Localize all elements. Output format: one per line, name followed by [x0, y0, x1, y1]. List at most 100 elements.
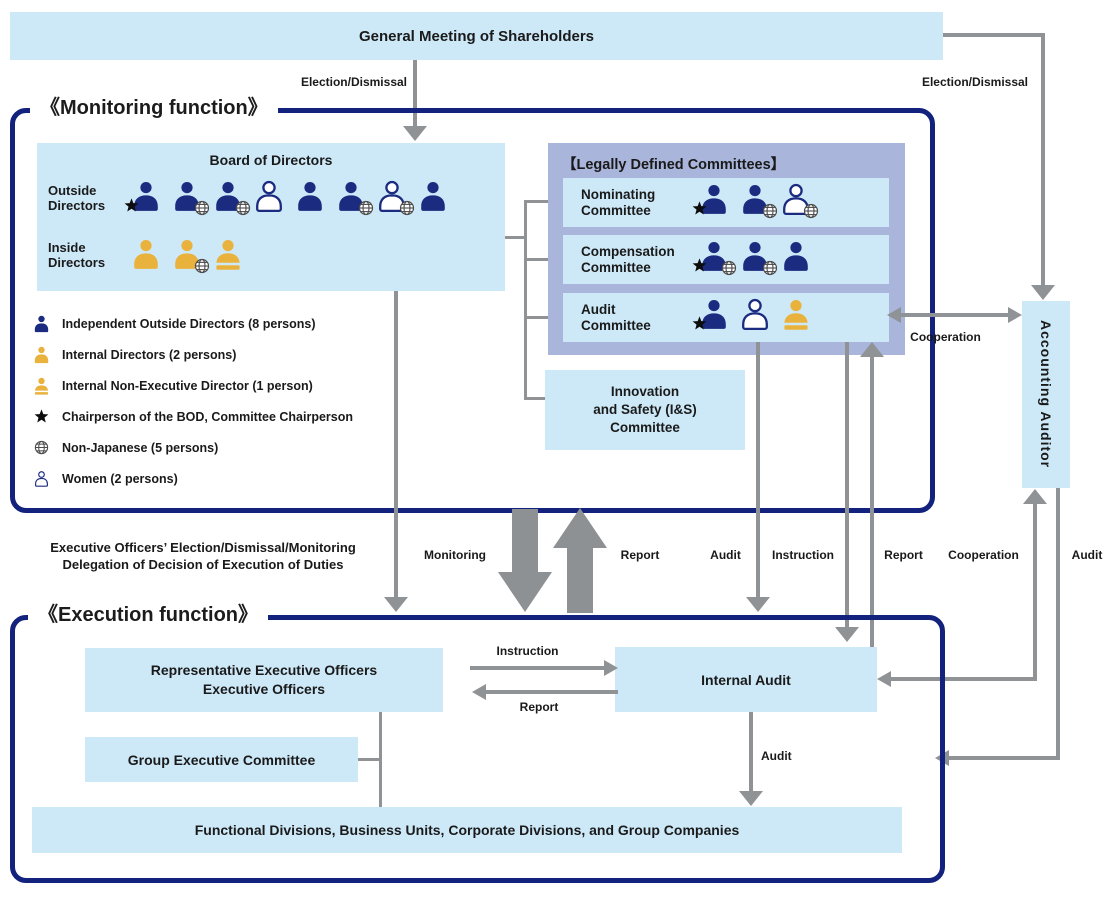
person-icon [124, 181, 161, 212]
person-icon [692, 241, 737, 276]
monitoring-function-container [10, 108, 935, 513]
arrowhead-instruction-h [604, 660, 618, 676]
arrowhead-election-dismissal-left [403, 126, 427, 141]
arrow-monitoring-thick [512, 509, 538, 573]
person-icon [740, 241, 778, 276]
is-committee-label: Innovation and Safety (I&S) Committee [593, 384, 697, 435]
arrowhead-report-thick [553, 508, 607, 548]
legend-item: Chairperson of the BOD, Committee Chairp… [30, 401, 353, 432]
general-meeting-box: General Meeting of Shareholders [10, 12, 943, 60]
report-thick-label: Report [620, 548, 660, 562]
arrow-board-to-reo [394, 291, 398, 598]
person-icon [172, 239, 210, 274]
outside-directors-icons [124, 180, 448, 216]
inside-directors-icons [131, 239, 243, 274]
person-outline-icon [30, 470, 52, 487]
audit-committee-row: Audit Committee [563, 293, 889, 342]
person-icon [781, 241, 811, 272]
star-icon [30, 409, 52, 424]
accounting-auditor-label: Accounting Auditor [1038, 320, 1054, 469]
arrowhead-cooperation-top-right [1008, 307, 1022, 323]
arrow-report-up [870, 355, 874, 647]
arrow-audit-right-h [949, 756, 1060, 760]
person-gold-split-icon [30, 377, 52, 395]
globe-icon [358, 200, 374, 216]
is-committee-box: Innovation and Safety (I&S) Committee [545, 370, 745, 450]
legend-item: Non-Japanese (5 persons) [30, 432, 353, 463]
accounting-auditor-box: Accounting Auditor [1022, 301, 1070, 488]
connector-board-stub [505, 236, 526, 239]
election-dismissal-left-label: Election/Dismissal [300, 75, 407, 89]
arrow-cooperation-bottom-h [891, 677, 1037, 681]
arrow-election-dismissal-right-h [943, 33, 1045, 37]
person-icon [740, 298, 770, 331]
reo-label: Representative Executive Officers Execut… [150, 662, 378, 697]
arrowhead-election-dismissal-right [1031, 285, 1055, 300]
election-dismissal-right-label: Election/Dismissal [921, 75, 1029, 89]
group-executive-committee-box: Group Executive Committee [85, 737, 358, 782]
audit-committee-label: Audit Committee [581, 301, 651, 333]
globe-icon [235, 200, 251, 216]
person-icon [213, 239, 243, 270]
arrow-report-thick [567, 546, 593, 613]
arrowhead-audit-internal [739, 791, 763, 806]
legend-item-label: Women (2 persons) [62, 471, 178, 486]
globe-icon [762, 203, 778, 219]
person-icon [131, 239, 161, 270]
person-icon [377, 180, 415, 216]
globe-icon [399, 200, 415, 216]
arrowhead-report-up [860, 342, 884, 357]
arrow-audit-right-v [1056, 488, 1060, 760]
audit-mid-label: Audit [710, 548, 741, 562]
person-icon [781, 183, 819, 219]
arrow-election-dismissal-left [413, 60, 417, 127]
legend-item-label: Internal Non-Executive Director (1 perso… [62, 378, 313, 393]
legend-item-label: Independent Outside Directors (8 persons… [62, 316, 316, 331]
audit-right-label: Audit [1071, 548, 1103, 562]
arrow-audit-internal [749, 712, 753, 792]
exec-delegation-label: Executive Officers’ Election/Dismissal/M… [50, 540, 356, 572]
monitoring-function-label: 《Monitoring function》 [30, 93, 278, 123]
person-icon [172, 181, 210, 216]
group-executive-committee-label: Group Executive Committee [127, 751, 316, 768]
globe-icon [194, 258, 210, 274]
person-icon [213, 181, 251, 216]
arrow-report-h [486, 690, 618, 694]
arrowhead-monitoring-thick [498, 572, 552, 612]
inside-directors-label: Inside Directors [48, 240, 106, 270]
arrowhead-cooperation-bottom-left [877, 671, 891, 687]
reo-box: Representative Executive Officers Execut… [85, 648, 443, 712]
instruction-h-label: Instruction [496, 644, 559, 658]
internal-audit-box: Internal Audit [615, 647, 877, 712]
person-icon [692, 299, 729, 330]
audit-committee-icons [692, 298, 811, 331]
compensation-committee-icons [692, 241, 811, 276]
person-icon [295, 181, 325, 212]
person-navy-icon [30, 315, 52, 333]
connector-is-committee [524, 397, 545, 400]
cooperation-top-label: Cooperation [910, 330, 981, 344]
instruction-mid-label: Instruction [772, 548, 834, 562]
arrowhead-board-to-reo [384, 597, 408, 612]
arrowhead-cooperation-top-left [887, 307, 901, 323]
cooperation-bottom-label: Cooperation [948, 548, 1019, 562]
general-meeting-label: General Meeting of Shareholders [358, 27, 595, 45]
star-icon [692, 316, 707, 331]
person-icon [692, 184, 729, 215]
nominating-committee-label: Nominating Committee [581, 186, 656, 218]
nominating-committee-row: Nominating Committee [563, 178, 889, 227]
report-mid-label: Report [884, 548, 923, 562]
legally-defined-committees-box: 【Legally Defined Committees】 Nominating … [548, 143, 905, 355]
committees-title: 【Legally Defined Committees】 [562, 157, 786, 173]
person-icon [781, 299, 811, 330]
globe-icon [194, 200, 210, 216]
outside-directors-label: Outside Directors [48, 183, 106, 213]
person-icon [336, 181, 374, 216]
arrow-instruction-down [845, 342, 849, 628]
connector-gec-stub [358, 758, 381, 761]
functional-divisions-label: Functional Divisions, Business Units, Co… [194, 822, 740, 838]
legend: Independent Outside Directors (8 persons… [30, 308, 353, 494]
internal-audit-label: Internal Audit [701, 671, 791, 688]
connector-trunk [524, 200, 527, 400]
